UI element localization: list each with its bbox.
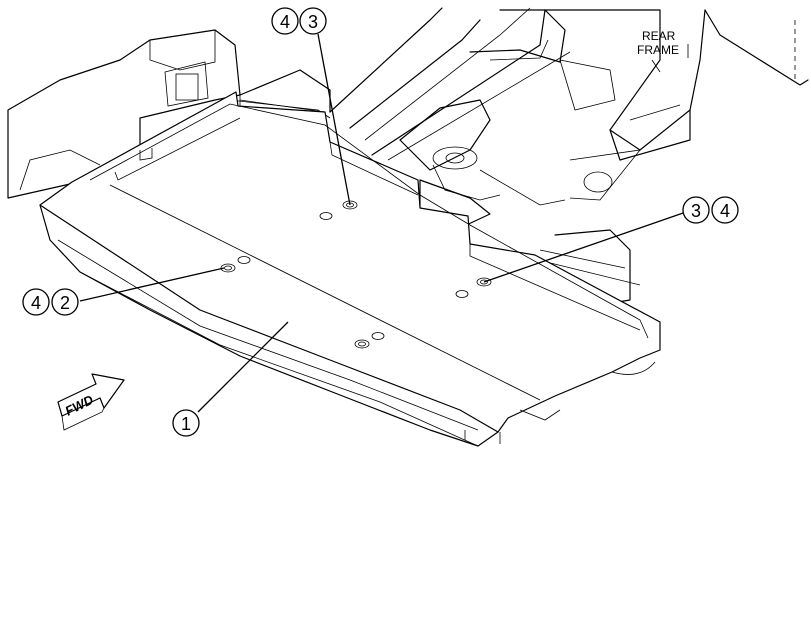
callout-3-4-digit-a: 3 xyxy=(691,201,701,221)
forward-direction-arrow: FWD xyxy=(57,373,125,431)
callout-4-2: 4 2 xyxy=(22,288,79,316)
callout-4-3: 4 3 xyxy=(271,7,327,35)
leader-1 xyxy=(197,321,289,413)
belly-guard-panel xyxy=(39,91,661,447)
bolt-center-front xyxy=(354,332,385,349)
bolt-left-front xyxy=(220,256,251,273)
leader-4-3 xyxy=(317,33,351,206)
callout-3-4: 3 4 xyxy=(682,196,739,224)
callout-4-2-digit-b: 2 xyxy=(60,293,70,313)
callout-1-digit: 1 xyxy=(181,414,191,434)
machine-frame-structure xyxy=(7,7,809,306)
callout-4-3-digit-b: 3 xyxy=(308,12,318,32)
fastener-group xyxy=(220,200,492,349)
callout-3-4-digit-b: 4 xyxy=(720,201,730,221)
rear-frame-label-line2: FRAME xyxy=(637,43,679,57)
rear-frame-label-line1: REAR xyxy=(642,29,676,43)
bolt-rear-right xyxy=(455,277,492,298)
leader-4-2 xyxy=(79,267,225,302)
callout-4-3-digit-a: 4 xyxy=(280,12,290,32)
callout-4-2-digit-a: 4 xyxy=(31,293,41,313)
leader-3-4 xyxy=(483,211,687,283)
callout-1: 1 xyxy=(172,409,200,437)
rear-frame-label: REAR FRAME xyxy=(637,29,689,73)
leader-lines xyxy=(79,33,687,413)
fwd-label: FWD xyxy=(63,392,97,419)
